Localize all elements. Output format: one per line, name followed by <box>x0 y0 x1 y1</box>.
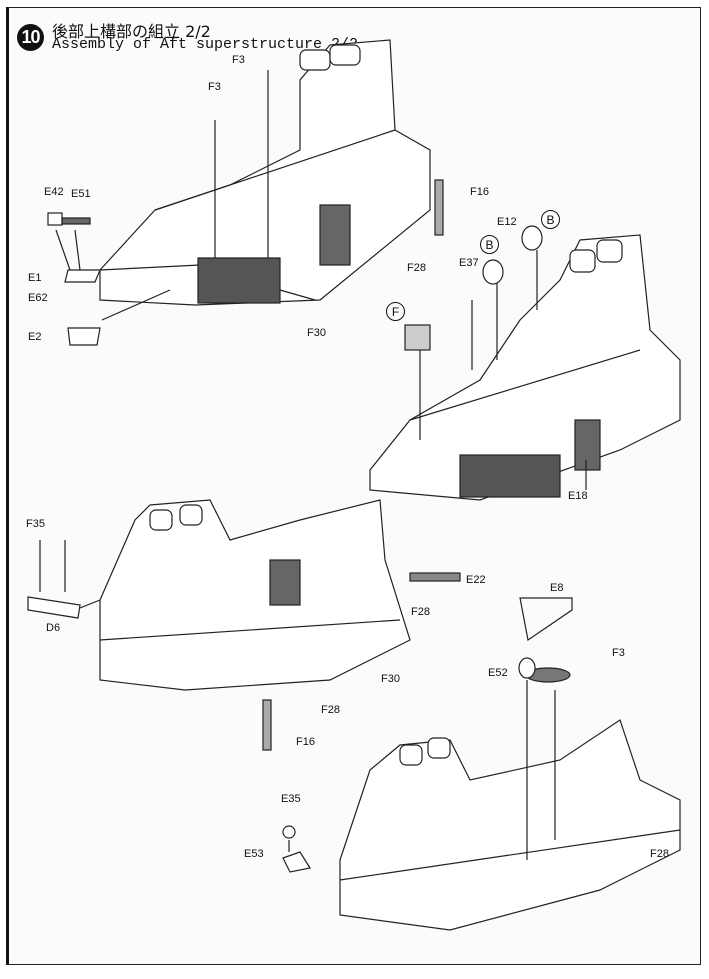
callout-e35: E35 <box>281 793 301 805</box>
superstructure-drawing-1 <box>47 39 444 346</box>
callout-f30: F30 <box>381 673 400 685</box>
callout-f28: F28 <box>407 262 426 274</box>
callout-f28: F28 <box>650 848 669 860</box>
callout-f16: F16 <box>470 186 489 198</box>
callout-f3: F3 <box>232 54 245 66</box>
callout-e12: E12 <box>497 216 517 228</box>
callout-b: B <box>541 210 560 229</box>
callout-f16: F16 <box>296 736 315 748</box>
callout-e18: E18 <box>568 490 588 502</box>
callout-e53: E53 <box>244 848 264 860</box>
callout-e8: E8 <box>550 582 564 594</box>
callout-f28: F28 <box>411 606 430 618</box>
callout-e2: E2 <box>28 331 42 343</box>
superstructure-drawing-4 <box>282 597 681 931</box>
callout-e22: E22 <box>466 574 486 586</box>
step-title-english: Assembly of Aft superstructure 2/2 <box>52 36 359 53</box>
callout-e1: E1 <box>28 272 42 284</box>
callout-f28: F28 <box>321 704 340 716</box>
callout-f: F <box>386 302 405 321</box>
superstructure-drawing-2 <box>369 225 681 501</box>
step-title-japanese: 後部上構部の組立 2/2 <box>52 22 211 41</box>
callout-e37: E37 <box>459 257 479 269</box>
callout-e62: E62 <box>28 292 48 304</box>
callout-e42: E42 <box>44 186 64 198</box>
callout-e52: E52 <box>488 667 508 679</box>
callout-f30: F30 <box>307 327 326 339</box>
callout-b: B <box>480 235 499 254</box>
callout-f3: F3 <box>612 647 625 659</box>
callout-f35: F35 <box>26 518 45 530</box>
callout-e51: E51 <box>71 188 91 200</box>
superstructure-drawing-3 <box>27 499 461 751</box>
callout-d6: D6 <box>46 622 61 634</box>
callout-f3: F3 <box>208 81 221 93</box>
step-number-badge: 10 <box>17 24 44 51</box>
